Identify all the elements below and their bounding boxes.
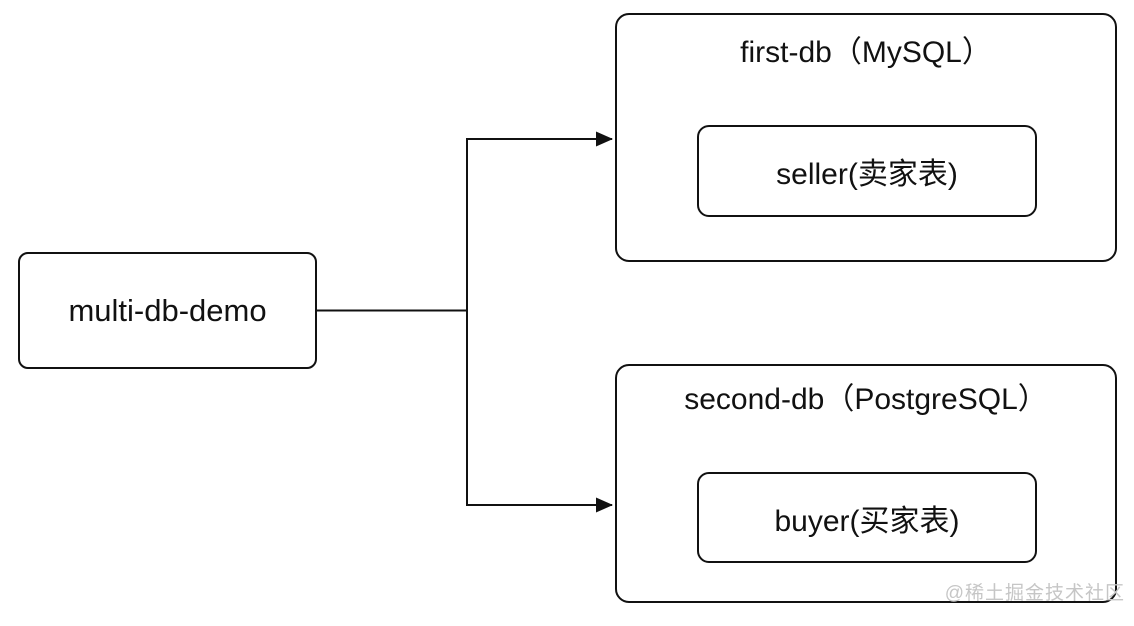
table-node-buyer: buyer(买家表): [697, 472, 1037, 563]
db-node-first-db: first-db（MySQL） seller(卖家表): [615, 13, 1117, 262]
db-node-title: second-db（PostgreSQL）: [684, 383, 1048, 416]
table-node-label: buyer(买家表): [774, 504, 960, 538]
watermark: @稀土掘金技术社区: [944, 583, 1125, 604]
connector-stem: [317, 139, 468, 506]
table-node-label: seller(卖家表): [776, 158, 958, 191]
table-node-seller: seller(卖家表): [697, 125, 1037, 217]
root-node-multi-db-demo: multi-db-demo: [18, 252, 317, 369]
root-node-label: multi-db-demo: [68, 292, 267, 328]
db-node-title: first-db（MySQL）: [740, 36, 992, 69]
db-node-second-db: second-db（PostgreSQL） buyer(买家表): [615, 364, 1117, 603]
